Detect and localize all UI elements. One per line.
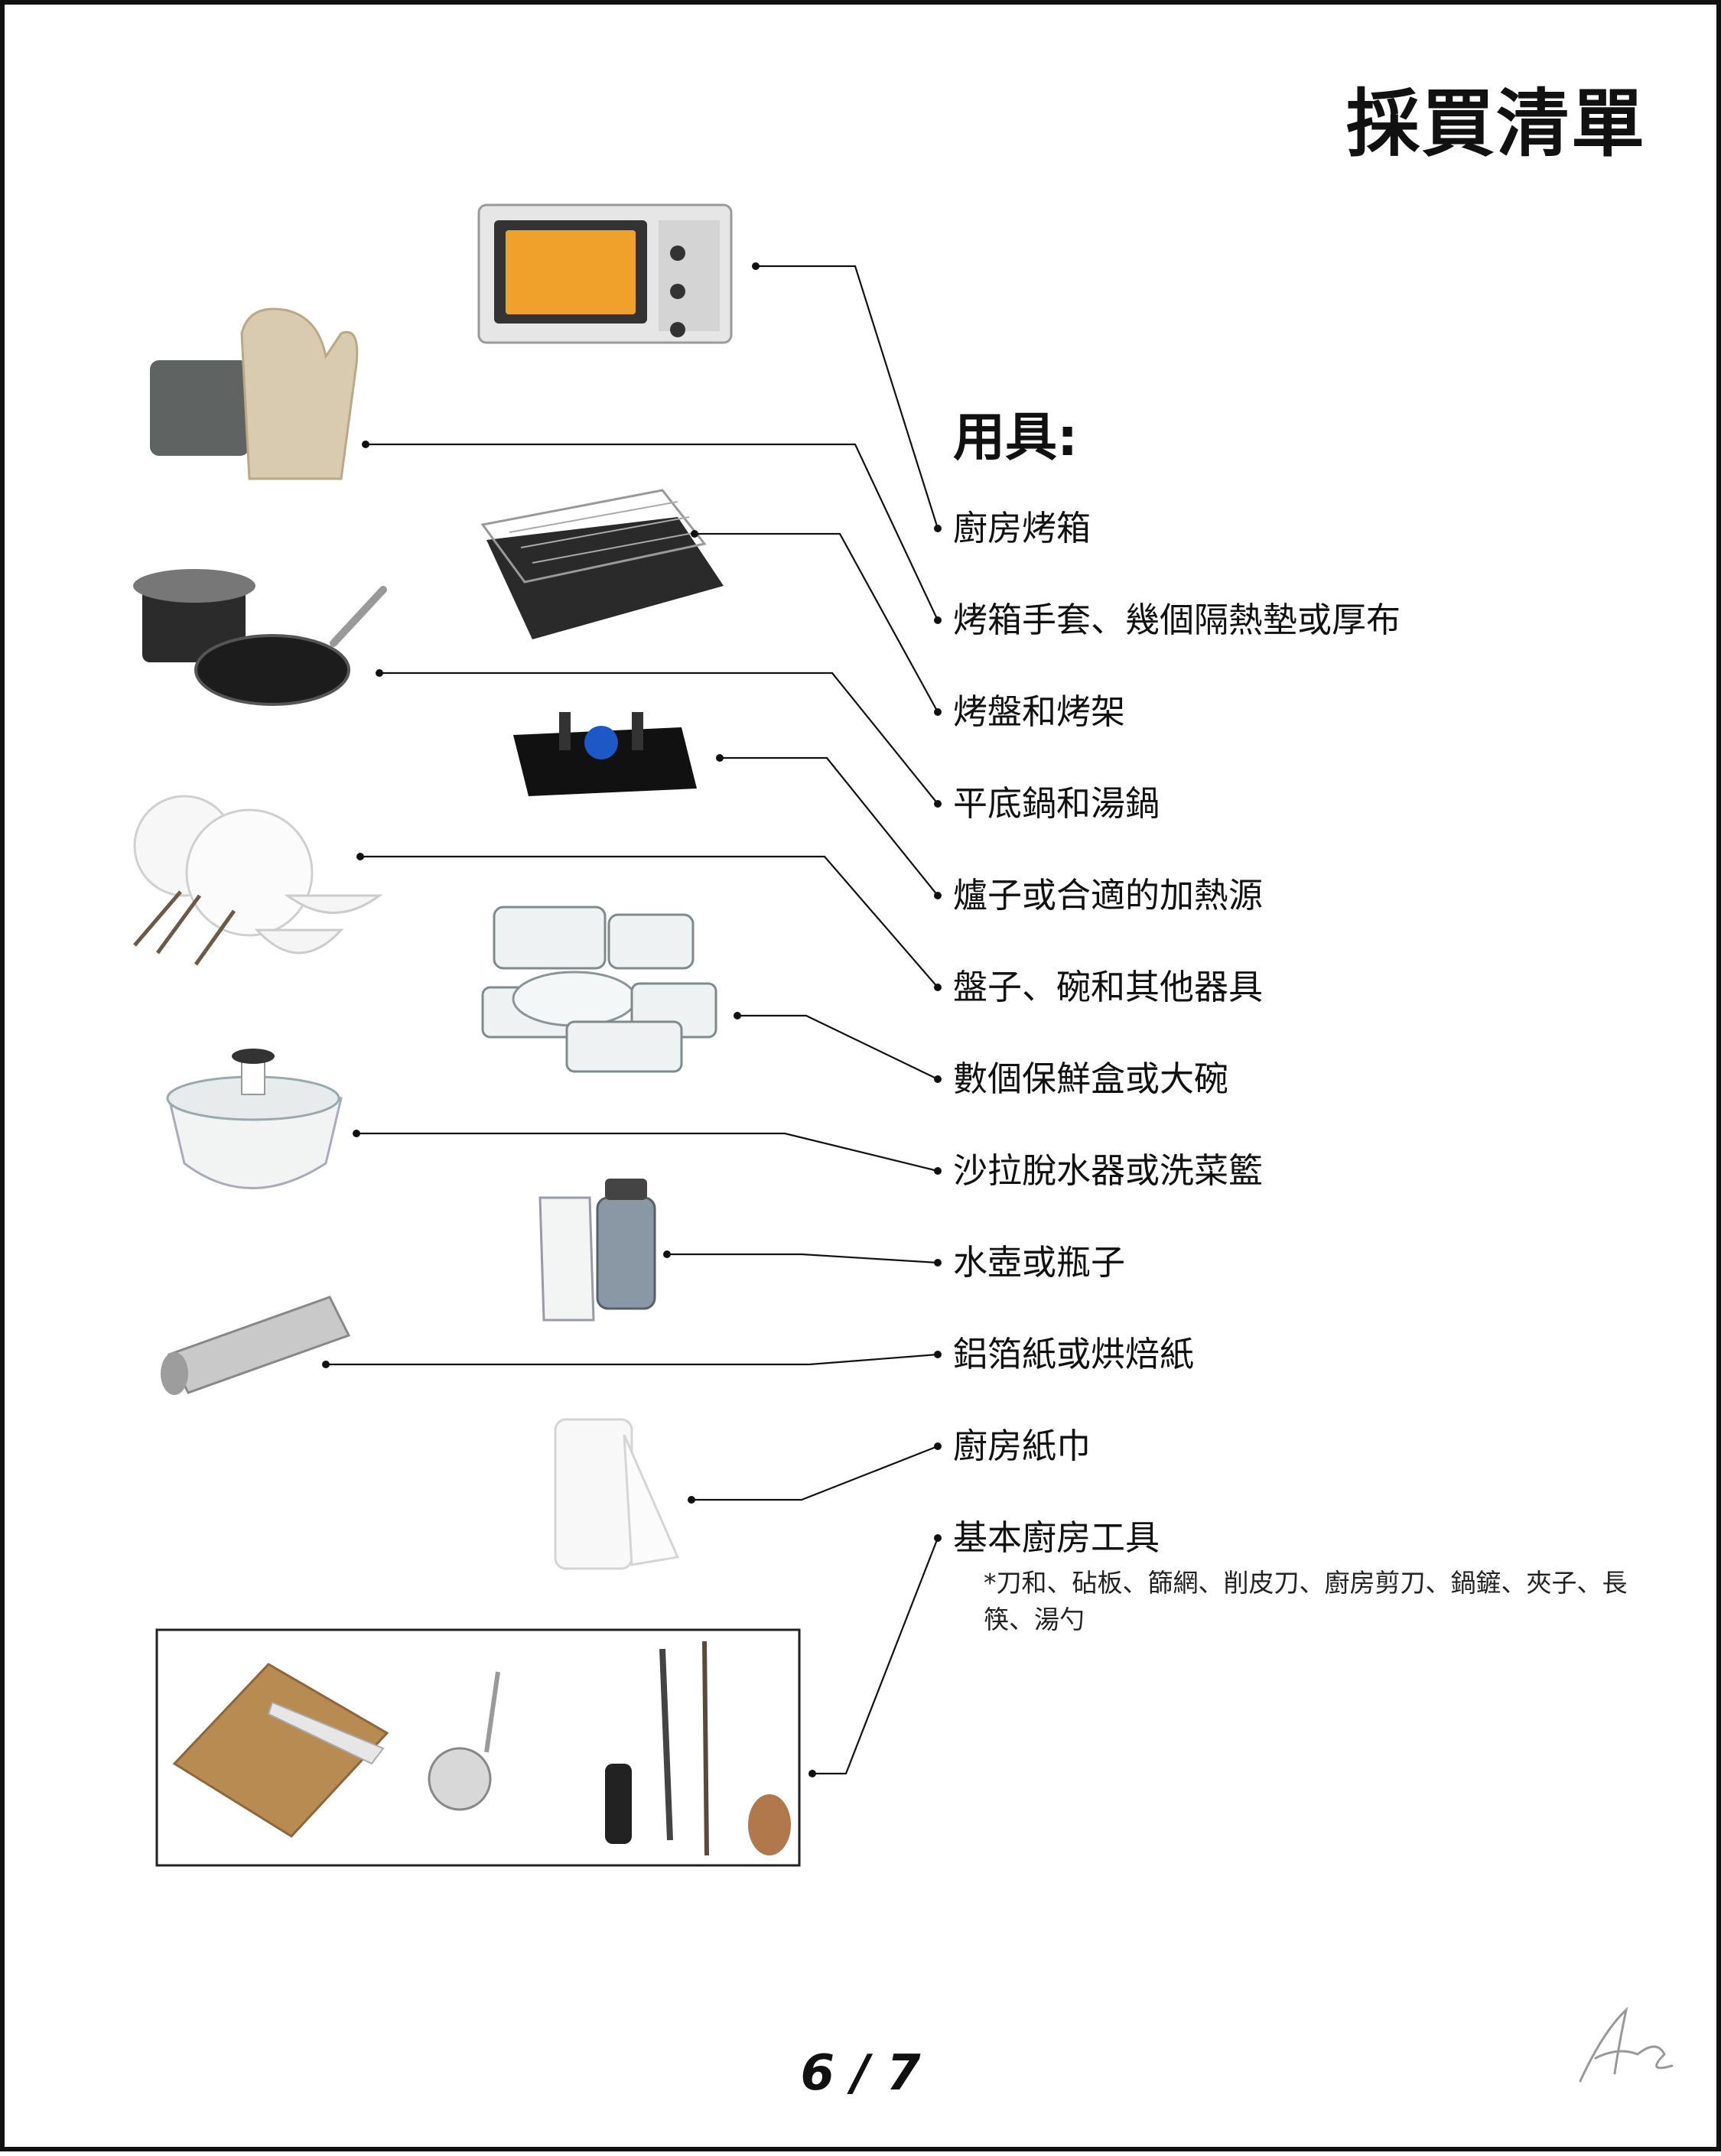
kitchen-tools-note: *刀和、砧板、篩網、削皮刀、廚房剪刀、鍋鏟、夾子、長筷、湯勺 <box>984 1568 1628 1634</box>
list-item: 廚房紙巾 <box>953 1426 1091 1466</box>
list-item: 烤盤和烤架 <box>953 691 1126 732</box>
stove-image <box>513 712 697 796</box>
baking-tray-image <box>480 489 724 639</box>
pots-and-pans-image <box>133 569 387 706</box>
list-item: 數個保鮮盒或大碗 <box>953 1058 1229 1099</box>
connector-lines <box>322 262 942 1777</box>
list-item: 水壺或瓶子 <box>953 1242 1126 1283</box>
signature-mark <box>1579 2006 1674 2083</box>
section-heading-utensils: 用具: <box>953 408 1078 468</box>
list-item: 烤箱手套、幾個隔熱墊或厚布 <box>953 600 1401 640</box>
salad-spinner-image <box>166 1049 343 1189</box>
pitcher-bottle-image <box>538 1179 656 1322</box>
paper-towel-image <box>554 1418 680 1570</box>
page-number: 6 / 7 <box>800 2045 921 2102</box>
list-item: 廚房烤箱 <box>953 508 1091 548</box>
list-item: 鋁箔紙或烘焙紙 <box>953 1334 1195 1374</box>
page-title: 採買清單 <box>1346 81 1646 167</box>
kitchen-tools-image <box>155 1628 801 1867</box>
list-item: 盤子、碗和其他器具 <box>953 967 1264 1007</box>
list-item: 平底鍋和湯鍋 <box>953 783 1160 824</box>
list-item: 沙拉脫水器或洗菜籃 <box>953 1150 1264 1191</box>
food-containers-image <box>481 906 717 1073</box>
oven-mitts-image <box>150 307 359 480</box>
product-illustrations <box>133 203 801 1867</box>
list-item: 基本廚房工具 <box>953 1517 1160 1558</box>
oven-image <box>477 203 733 344</box>
foil-image <box>161 1296 351 1395</box>
list-item: 爐子或合適的加熱源 <box>953 875 1264 915</box>
plates-bowls-image <box>133 795 383 966</box>
